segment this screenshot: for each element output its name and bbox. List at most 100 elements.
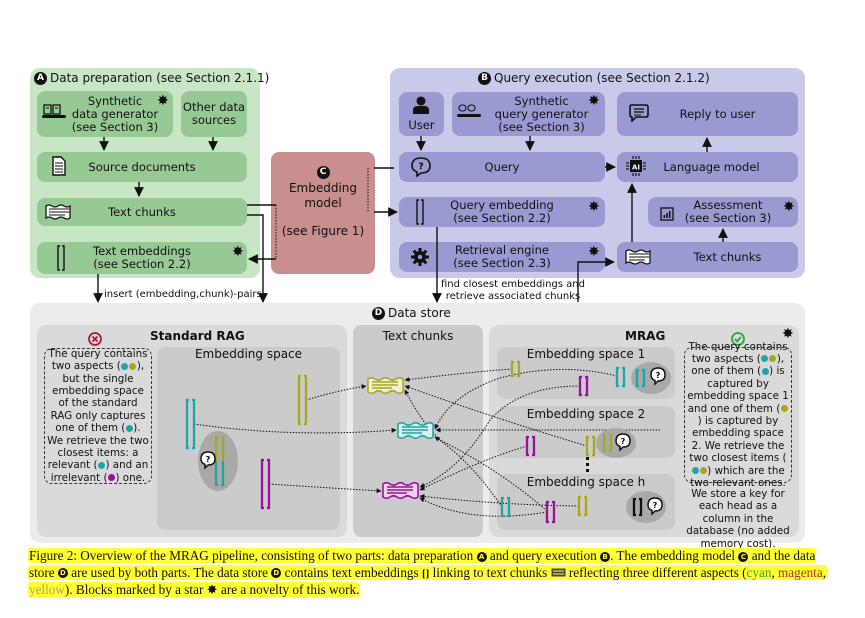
mrag-note: The query contains two aspects (), one o… [684, 341, 792, 489]
language-model-label: Language model [663, 159, 760, 174]
language-model-box[interactable]: Language model [617, 152, 798, 182]
caption-badge-a: A [476, 551, 487, 562]
question-bubble-icon: ? [411, 157, 431, 181]
assessment-label: Assessment (see Section 3) [684, 198, 772, 225]
aspect-dot-icon [107, 474, 115, 482]
query-box[interactable]: Query [399, 152, 605, 182]
caption-text: contains text embeddings [281, 564, 422, 580]
embedding-vector-icon [416, 199, 424, 229]
badge-b: B [478, 71, 491, 85]
green-check-icon [731, 331, 745, 350]
aspect-dot-icon [129, 362, 137, 370]
caption-text: cyan [746, 564, 772, 580]
chat-message-icon [629, 104, 649, 126]
svg-text:AI: AI [632, 164, 640, 172]
query-embedding-label: Query embedding (see Section 2.2) [450, 198, 554, 225]
aspect-dot-icon [121, 362, 129, 370]
document-icon [52, 156, 66, 180]
aspect-dot-icon [780, 405, 788, 413]
caption-text: reflecting three different aspects ( [565, 564, 747, 580]
embedding-vector-icon [57, 245, 65, 275]
user-icon [413, 96, 429, 118]
caption-badge-c: C [738, 551, 749, 562]
badge-c: C [316, 166, 330, 179]
find-closest-label: find closest embeddings and retrieve ass… [441, 279, 585, 302]
embedding-model-box[interactable]: C Embedding model (see Figure 1) [271, 152, 375, 274]
insert-pairs-label: insert (embedding,chunk)-pairs [104, 289, 262, 300]
novelty-star-icon: ✸ [232, 244, 244, 260]
embedding-space-2-title: Embedding space 2 [526, 407, 646, 421]
conveyor-documents-icon [41, 104, 67, 124]
caption-badge-d: D [271, 568, 282, 579]
red-x-icon [88, 331, 102, 350]
novelty-star-icon: ✸ [206, 582, 218, 597]
query-embedding-box[interactable]: Query embedding (see Section 2.2) [399, 197, 605, 227]
text-chunks-label-query: Text chunks [693, 249, 762, 264]
caption-text: linking to text chunks [429, 564, 551, 580]
caption-text: and query execution [486, 548, 601, 563]
text-chunks-store-title: Text chunks [382, 329, 454, 343]
caption-text: ). Blocks marked by a star [64, 582, 207, 597]
caption-text: are a novelty of this work. [217, 582, 360, 597]
aspect-dot-icon [125, 424, 133, 432]
svg-text:?: ? [418, 162, 423, 172]
novelty-star-icon: ✸ [588, 199, 600, 215]
text-chunks-box-prep[interactable]: Text chunks [37, 198, 247, 226]
caption-badge-b: B [600, 551, 611, 562]
mrag-storage-note: We store a key for each head as a column… [686, 488, 790, 550]
text-chunk-icon [625, 249, 653, 269]
standard-rag-note-text: The query contains two aspects (), but t… [47, 347, 149, 484]
data-store-title: D Data store [372, 306, 451, 320]
source-documents-box[interactable]: Source documents [37, 152, 247, 182]
caption-text: , [822, 564, 826, 580]
caption-text: magenta [778, 564, 823, 580]
caption-text: . The embedding model [610, 548, 739, 563]
aspect-dot-icon [761, 367, 769, 375]
caption-badge-d: D [57, 568, 68, 579]
query-label: Query [484, 159, 520, 174]
figure-caption: Figure 2: Overview of the MRAG pipeline,… [28, 548, 833, 599]
synthetic-data-generator-label: Synthetic data generator (see Section 3) [71, 93, 159, 134]
embedding-space-1-title: Embedding space 1 [526, 347, 646, 361]
bar-chart-icon [660, 206, 674, 225]
embedding-model-ref: (see Figure 1) [281, 224, 365, 238]
retrieval-engine-box[interactable]: Retrieval engine (see Section 2.3) [399, 242, 605, 272]
novelty-star-icon: ✸ [783, 199, 795, 215]
conveyor-questions-icon [456, 104, 482, 124]
data-preparation-title: A Data preparation (see Section 2.1.1) [34, 71, 269, 85]
aspect-dot-icon [691, 467, 699, 475]
aspect-dot-icon [699, 467, 707, 475]
synthetic-data-generator-box[interactable]: Synthetic data generator (see Section 3) [37, 91, 173, 137]
caption-text: yellow [29, 582, 65, 597]
novelty-star-icon: ✸ [782, 326, 794, 342]
caption-text: and the data store [29, 548, 816, 580]
text-chunks-store-panel [353, 325, 483, 537]
text-embeddings-box[interactable]: Text embeddings (see Section 2.2) [37, 242, 247, 274]
synthetic-query-generator-label: Synthetic query generator (see Section 3… [494, 93, 589, 134]
text-embeddings-label: Text embeddings (see Section 2.2) [93, 244, 191, 271]
caption-text: Figure 2: Overview of the MRAG pipeline,… [29, 548, 477, 563]
aspect-dot-icon [769, 355, 777, 363]
mrag-note-text: The query contains two aspects (), one o… [687, 340, 789, 490]
badge-a: A [34, 71, 47, 85]
mrag-title: MRAG [625, 329, 666, 343]
standard-embedding-space-title: Embedding space [194, 347, 303, 361]
reply-to-user-box[interactable]: Reply to user [617, 92, 798, 136]
aspect-dot-icon [98, 461, 105, 469]
data-preparation-title-text: Data preparation (see Section 2.1.1) [50, 71, 270, 85]
retrieval-engine-label: Retrieval engine (see Section 2.3) [453, 243, 551, 270]
assessment-box[interactable]: Assessment (see Section 3) [648, 197, 798, 227]
query-execution-title-text: Query execution (see Section 2.1.2) [494, 71, 710, 85]
embedding-space-h-title: Embedding space h [526, 475, 646, 489]
aspect-dot-icon [761, 355, 769, 363]
badge-d: D [372, 306, 385, 320]
other-data-sources-box[interactable]: Other data sources [181, 91, 247, 137]
reply-to-user-label: Reply to user [679, 106, 756, 121]
text-chunks-label-prep: Text chunks [108, 204, 176, 219]
standard-rag-note: The query contains two aspects (), but t… [44, 348, 152, 484]
embedding-vector-icon: [] [421, 567, 430, 580]
ai-chip-icon: AI [626, 156, 646, 180]
user-label: User [408, 118, 435, 132]
text-chunk-icon [551, 565, 566, 580]
novelty-star-icon: ✸ [588, 93, 600, 109]
